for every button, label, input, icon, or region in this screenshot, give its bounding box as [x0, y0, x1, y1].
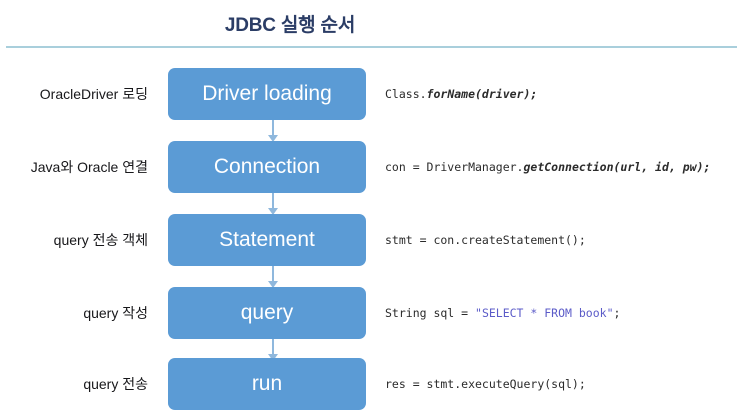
arrow-head-icon — [268, 354, 278, 361]
arrow-statement-to-query — [266, 266, 280, 288]
step-label-2: Java와 Oracle 연결 — [30, 159, 148, 175]
arrow-stem — [272, 266, 274, 283]
step-code-4: String sql = "SELECT * FROM book"; — [385, 306, 621, 320]
arrow-stem — [272, 120, 274, 137]
step-label-5: query 전송 — [83, 376, 148, 392]
step-label-4: query 작성 — [83, 305, 148, 321]
arrow-stem — [272, 193, 274, 210]
arrow-stem — [272, 339, 274, 356]
step-code-3: stmt = con.createStatement(); — [385, 233, 586, 247]
arrow-head-icon — [268, 281, 278, 288]
step-code-1: Class.forName(driver); — [385, 87, 538, 101]
flow-row-1: OracleDriver 로딩 Driver loading Class.for… — [0, 68, 743, 120]
step-label-3: query 전송 객체 — [53, 232, 148, 248]
step-box-run[interactable]: run — [168, 358, 366, 410]
arrow-head-icon — [268, 135, 278, 142]
flow-row-3: query 전송 객체 Statement stmt = con.createS… — [0, 214, 743, 266]
arrow-head-icon — [268, 208, 278, 215]
step-label-1: OracleDriver 로딩 — [39, 86, 148, 102]
arrow-driver-to-connection — [266, 120, 280, 142]
step-box-connection[interactable]: Connection — [168, 141, 366, 193]
flow-row-4: query 작성 query String sql = "SELECT * FR… — [0, 287, 743, 339]
arrow-query-to-run — [266, 339, 280, 361]
step-box-driver-loading[interactable]: Driver loading — [168, 68, 366, 120]
arrow-connection-to-statement — [266, 193, 280, 215]
page-title: JDBC 실행 순서 — [224, 15, 356, 36]
step-code-2: con = DriverManager.getConnection(url, i… — [385, 160, 711, 174]
title-divider — [6, 46, 737, 48]
step-code-5: res = stmt.executeQuery(sql); — [385, 377, 586, 391]
step-box-statement[interactable]: Statement — [168, 214, 366, 266]
flow-row-2: Java와 Oracle 연결 Connection con = DriverM… — [0, 141, 743, 193]
flow-row-5: query 전송 run res = stmt.executeQuery(sql… — [0, 358, 743, 410]
step-box-query[interactable]: query — [168, 287, 366, 339]
